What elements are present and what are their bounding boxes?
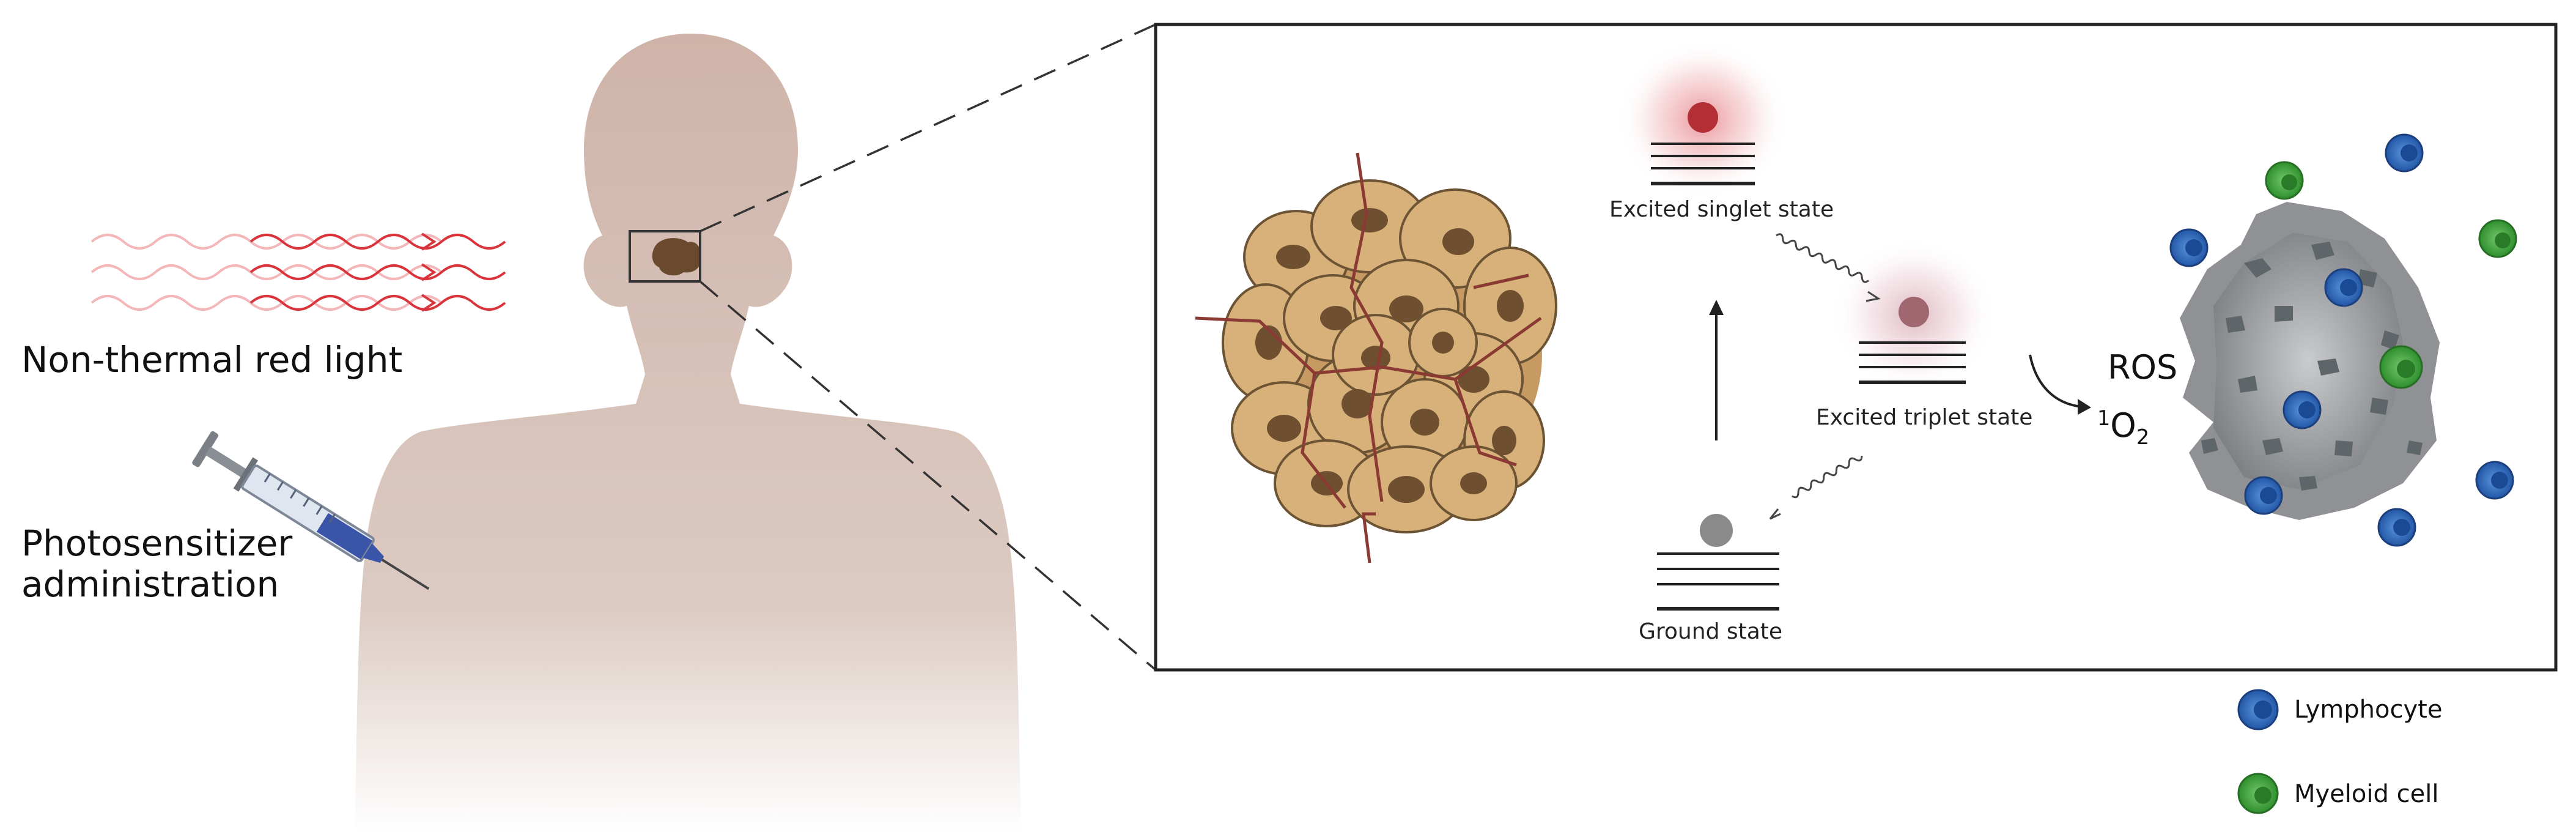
treated-tumor <box>2180 202 2440 520</box>
triplet-energy-levels <box>1859 341 1966 384</box>
myeloid-cells <box>2265 161 2517 389</box>
legend-lymphocyte-label: Lymphocyte <box>2294 696 2443 724</box>
ground-electron <box>1700 514 1733 547</box>
ros-label: ROS <box>2108 348 2178 387</box>
photosensitizer-label-line2: administration <box>21 563 279 605</box>
singlet-electron <box>1688 102 1718 133</box>
ros-arrow <box>2029 354 2091 415</box>
intersystem-crossing-arrow <box>1776 233 1881 302</box>
legend-myeloid-label: Myeloid cell <box>2294 780 2439 808</box>
photosensitizer-label: Photosensitizer administration <box>21 523 292 604</box>
tumor-cell-cluster <box>1195 152 1557 563</box>
ground-state-label: Ground state <box>1639 619 1783 644</box>
singlet-energy-levels <box>1651 143 1755 185</box>
triplet-electron <box>1899 297 1929 327</box>
red-light-waves <box>90 232 506 312</box>
lymphocyte-cells <box>2169 133 2514 547</box>
excited-singlet-label: Excited singlet state <box>1609 197 1834 222</box>
human-silhouette <box>355 34 1021 832</box>
singlet-oxygen-label: 1O2 <box>2097 406 2150 449</box>
excited-triplet-label: Excited triplet state <box>1816 405 2033 430</box>
red-light-label: Non-thermal red light <box>21 339 403 381</box>
ground-energy-levels <box>1657 552 1779 611</box>
legend-myeloid-marker <box>2237 773 2279 814</box>
singlet-oxygen-sup: 1 <box>2097 406 2111 430</box>
decay-arrow <box>1769 455 1863 520</box>
skin-tumor-spot <box>652 238 701 276</box>
photosensitizer-label-line1: Photosensitizer <box>21 522 293 564</box>
legend-lymphocyte-marker <box>2237 689 2279 730</box>
syringe-icon <box>192 431 430 590</box>
singlet-oxygen-base: O <box>2110 406 2136 445</box>
singlet-oxygen-sub: 2 <box>2136 425 2150 449</box>
zoom-line-top <box>699 23 1156 232</box>
zoom-line-bottom <box>699 280 1157 671</box>
zoom-region-box <box>629 230 701 283</box>
excitation-arrow <box>1709 300 1724 440</box>
